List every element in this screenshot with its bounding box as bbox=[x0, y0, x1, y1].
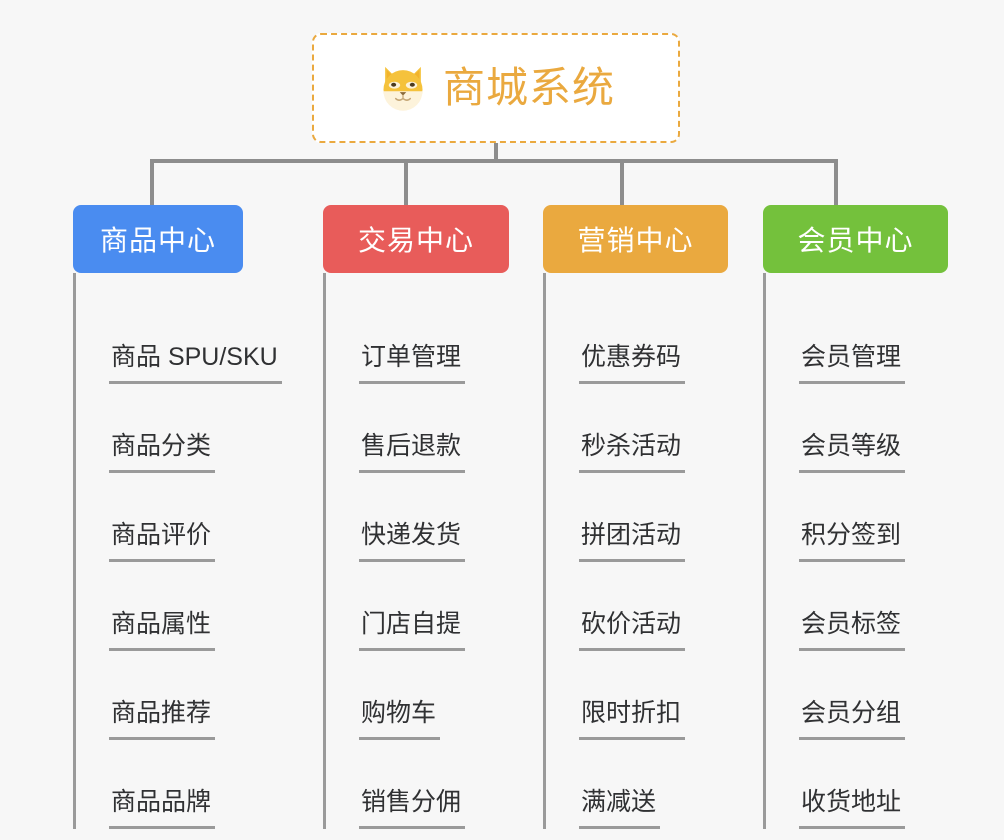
leaf-item[interactable]: 商品推荐 bbox=[73, 651, 313, 740]
leaf-label: 商品品牌 bbox=[109, 788, 216, 829]
leaf-label: 订单管理 bbox=[359, 343, 466, 384]
leaf-spine-0 bbox=[73, 273, 76, 829]
branch-column-member-center: 会员中心 会员管理 会员等级 积分签到 会员标签 会员分组 收货地址 bbox=[763, 205, 973, 829]
leaf-label: 门店自提 bbox=[359, 610, 466, 651]
leaf-item[interactable]: 拼团活动 bbox=[543, 473, 753, 562]
leaf-item[interactable]: 商品属性 bbox=[73, 562, 313, 651]
leaf-spine-3 bbox=[763, 273, 766, 829]
leaf-label: 会员标签 bbox=[799, 610, 906, 651]
root-title: 商城系统 bbox=[442, 64, 615, 111]
leaf-label: 秒杀活动 bbox=[579, 432, 686, 473]
branch-column-marketing-center: 营销中心 优惠券码 秒杀活动 拼团活动 砍价活动 限时折扣 满减送 bbox=[543, 205, 753, 829]
leaf-label: 商品 SPU/SKU bbox=[109, 343, 282, 384]
leaf-item[interactable]: 满减送 bbox=[543, 740, 753, 829]
branch-drop-connector-1 bbox=[404, 159, 408, 205]
leaf-label: 快递发货 bbox=[359, 521, 466, 562]
branch-drop-connector-2 bbox=[620, 159, 624, 205]
leaf-label: 积分签到 bbox=[799, 521, 906, 562]
leaf-label: 满减送 bbox=[579, 788, 661, 829]
leaf-label: 砍价活动 bbox=[579, 610, 686, 651]
leaf-item[interactable]: 会员分组 bbox=[763, 651, 973, 740]
leaf-item[interactable]: 积分签到 bbox=[763, 473, 973, 562]
branch-header-0[interactable]: 商品中心 bbox=[73, 205, 243, 273]
leaf-item[interactable]: 限时折扣 bbox=[543, 651, 753, 740]
leaf-label: 商品推荐 bbox=[109, 699, 216, 740]
leaf-label: 收货地址 bbox=[799, 788, 906, 829]
leaf-label: 优惠券码 bbox=[579, 343, 686, 384]
leaf-label: 商品分类 bbox=[109, 432, 216, 473]
leaf-label: 会员分组 bbox=[799, 699, 906, 740]
leaf-label: 限时折扣 bbox=[579, 699, 686, 740]
leaf-label: 商品评价 bbox=[109, 521, 216, 562]
leaf-item[interactable]: 门店自提 bbox=[323, 562, 533, 651]
leaf-item[interactable]: 商品 SPU/SKU bbox=[73, 295, 313, 384]
branch-header-1[interactable]: 交易中心 bbox=[323, 205, 509, 273]
leaf-stack-3: 会员管理 会员等级 积分签到 会员标签 会员分组 收货地址 bbox=[763, 273, 973, 829]
leaf-item[interactable]: 销售分佣 bbox=[323, 740, 533, 829]
leaf-item[interactable]: 商品品牌 bbox=[73, 740, 313, 829]
leaf-stack-0: 商品 SPU/SKU 商品分类 商品评价 商品属性 商品推荐 商品品牌 bbox=[73, 273, 313, 829]
leaf-label: 会员管理 bbox=[799, 343, 906, 384]
leaf-item[interactable]: 售后退款 bbox=[323, 384, 533, 473]
branch-header-3[interactable]: 会员中心 bbox=[763, 205, 948, 273]
leaf-item[interactable]: 会员等级 bbox=[763, 384, 973, 473]
leaf-label: 会员等级 bbox=[799, 432, 906, 473]
leaf-item[interactable]: 收货地址 bbox=[763, 740, 973, 829]
leaf-stack-1: 订单管理 售后退款 快递发货 门店自提 购物车 销售分佣 bbox=[323, 273, 533, 829]
leaf-item[interactable]: 优惠券码 bbox=[543, 295, 753, 384]
shiba-dog-face-icon bbox=[383, 66, 423, 111]
leaf-item[interactable]: 商品分类 bbox=[73, 384, 313, 473]
branch-column-trade-center: 交易中心 订单管理 售后退款 快递发货 门店自提 购物车 销售分佣 bbox=[323, 205, 533, 829]
leaf-item[interactable]: 快递发货 bbox=[323, 473, 533, 562]
leaf-item[interactable]: 订单管理 bbox=[323, 295, 533, 384]
branch-bus-connector bbox=[150, 159, 838, 163]
leaf-spine-1 bbox=[323, 273, 326, 829]
leaf-item[interactable]: 购物车 bbox=[323, 651, 533, 740]
leaf-item[interactable]: 秒杀活动 bbox=[543, 384, 753, 473]
branch-drop-connector-0 bbox=[150, 159, 154, 205]
branch-drop-connector-3 bbox=[834, 159, 838, 205]
leaf-label: 销售分佣 bbox=[359, 788, 466, 829]
leaf-item[interactable]: 会员标签 bbox=[763, 562, 973, 651]
root-node-mall-system[interactable]: 商城系统 bbox=[312, 33, 680, 143]
root-stem-connector bbox=[494, 143, 498, 163]
branch-header-2[interactable]: 营销中心 bbox=[543, 205, 728, 273]
leaf-label: 购物车 bbox=[359, 699, 441, 740]
leaf-item[interactable]: 商品评价 bbox=[73, 473, 313, 562]
leaf-spine-2 bbox=[543, 273, 546, 829]
leaf-item[interactable]: 会员管理 bbox=[763, 295, 973, 384]
leaf-stack-2: 优惠券码 秒杀活动 拼团活动 砍价活动 限时折扣 满减送 bbox=[543, 273, 753, 829]
branch-column-product-center: 商品中心 商品 SPU/SKU 商品分类 商品评价 商品属性 商品推荐 商品品牌 bbox=[73, 205, 313, 829]
leaf-label: 商品属性 bbox=[109, 610, 216, 651]
leaf-label: 拼团活动 bbox=[579, 521, 686, 562]
leaf-label: 售后退款 bbox=[359, 432, 466, 473]
leaf-item[interactable]: 砍价活动 bbox=[543, 562, 753, 651]
